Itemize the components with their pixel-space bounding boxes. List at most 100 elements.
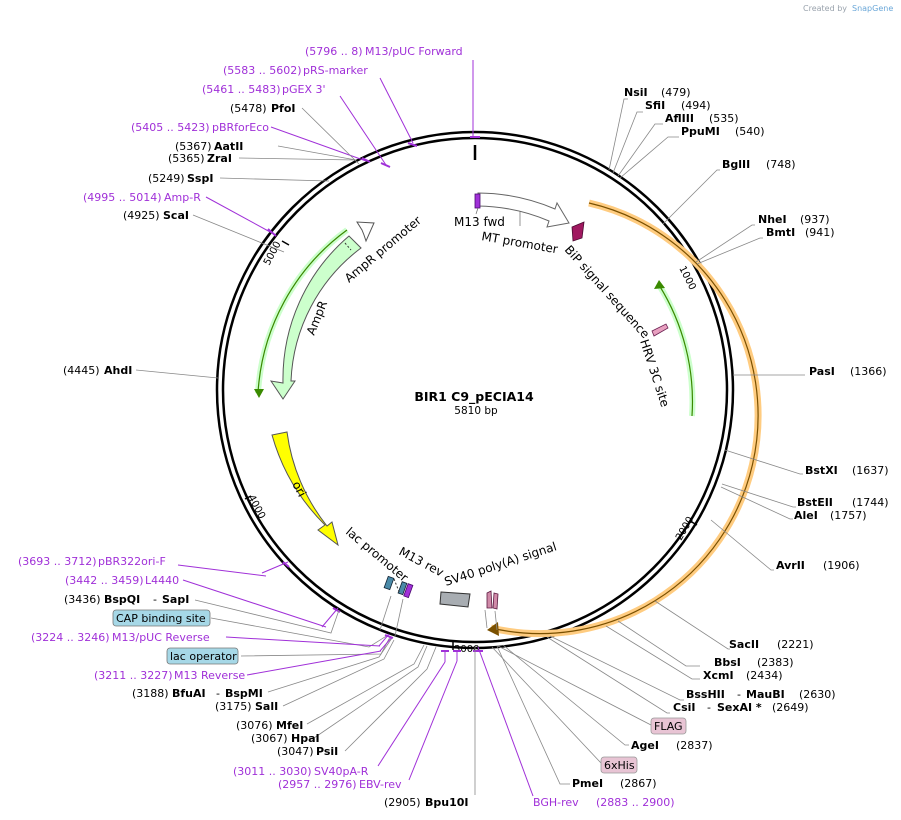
site-sapi: SapI: [162, 593, 189, 606]
site-sspi: SspI: [187, 172, 213, 185]
svg-text:pGEX 3': pGEX 3': [282, 83, 326, 96]
site-hpai: HpaI: [291, 732, 320, 745]
svg-text:(5583 .. 5602): (5583 .. 5602): [223, 64, 302, 77]
svg-text:(3224 .. 3246): (3224 .. 3246): [31, 631, 110, 644]
mt-promoter-arrow: [477, 192, 570, 228]
plasmid-size: 5810 bp: [454, 405, 498, 417]
site-afliii-pos: (535): [709, 112, 739, 125]
site-avrii: AvrII: [776, 559, 805, 572]
site-sacii-pos: (2221): [777, 638, 814, 651]
bip-signal-arrow: [571, 221, 585, 242]
primer-pgex-3: (5461 .. 5483) pGEX 3': [202, 83, 391, 168]
site-bfuai-pos: (3188): [132, 687, 169, 700]
site-sspi-pos: (5249): [148, 172, 185, 185]
site-csii-pos: (2649): [772, 701, 809, 714]
site-bbsi-pos: (2383): [757, 656, 794, 669]
site-bspqi-pos: (3436): [64, 593, 101, 606]
site-mfei-pos: (3076): [236, 719, 273, 732]
bip-label: BiP signal sequence: [562, 243, 653, 341]
site-bsshii: BssHII: [686, 688, 725, 701]
site-sali-pos: (3175): [215, 700, 252, 713]
tick-3000: 3000: [454, 644, 479, 655]
svg-text:(3693 .. 3712): (3693 .. 3712): [18, 555, 97, 568]
inner-leaders: [379, 595, 498, 637]
primer-bgh-rev: BGH-rev (2883 .. 2900): [473, 646, 675, 809]
site-bpu10i-pos: (2905): [384, 796, 421, 809]
site-bglii-pos: (748): [766, 158, 796, 171]
site-agei-pos: (2837): [676, 739, 713, 752]
site-sacii: SacII: [729, 638, 759, 651]
site-dash-2: -: [707, 701, 711, 714]
ampr-promoter-arrow: [356, 221, 375, 243]
site-sali: SalI: [255, 700, 278, 713]
site-bsteii: BstEII: [797, 496, 833, 509]
site-maubi: MauBI: [746, 688, 785, 701]
svg-text:(2957 .. 2976): (2957 .. 2976): [278, 778, 357, 791]
svg-text:pBRforEco: pBRforEco: [212, 121, 269, 134]
flag-box: FLAG: [497, 645, 687, 735]
site-bmti: BmtI: [766, 226, 795, 239]
site-pasi: PasI: [809, 365, 835, 378]
hrv-label: HRV 3C site: [637, 338, 672, 409]
ampr-arrow: [269, 235, 362, 400]
site-bstxi-pos: (1637): [852, 464, 889, 477]
site-ahdi: AhdI: [104, 364, 132, 377]
primer-m13-puc-forward: (5796 .. 8) M13/pUC Forward: [305, 45, 480, 138]
right-site-leaders: [496, 98, 805, 785]
site-ahdi-pos: (4445): [63, 364, 100, 377]
site-sfii: SfiI: [645, 99, 665, 112]
site-dash-1: -: [737, 688, 741, 701]
site-bspmi: BspMI: [225, 687, 263, 700]
credit-text: Created by: [803, 4, 847, 13]
plasmid-name: BIR1 C9_pECIA14: [414, 389, 534, 405]
site-bglii: BglII: [722, 158, 750, 171]
sv40-marker: [439, 591, 471, 608]
site-bfuai: BfuAI: [172, 687, 206, 700]
site-bmti-pos: (941): [805, 226, 835, 239]
site-dash-3: -: [153, 593, 157, 606]
sv40-label: SV40 poly(A) signal: [443, 539, 559, 589]
svg-text:(3442 .. 3459): (3442 .. 3459): [65, 574, 144, 587]
m13-fwd-marker: [474, 193, 481, 209]
site-nsii: NsiI: [624, 86, 648, 99]
site-ppumi-pos: (540): [735, 125, 765, 138]
svg-text:M13/pUC Reverse: M13/pUC Reverse: [112, 631, 210, 644]
site-pfoi-pos: (5478): [230, 102, 267, 115]
cds-outline-arc: [490, 199, 762, 638]
site-mfei: MfeI: [276, 719, 303, 732]
tick-4000: 4000: [245, 493, 267, 521]
site-avrii-pos: (1906): [823, 559, 860, 572]
site-hpai-pos: (3067): [251, 732, 288, 745]
svg-text:(4995 .. 5014): (4995 .. 5014): [83, 191, 162, 204]
site-bspqi: BspQI: [104, 593, 140, 606]
ori-arrow: [271, 431, 339, 547]
site-xcmi: XcmI: [703, 669, 734, 682]
svg-text:(5796 .. 8): (5796 .. 8): [305, 45, 363, 58]
site-bsteii-pos: (1744): [852, 496, 889, 509]
site-xcmi-pos: (2434): [746, 669, 783, 682]
site-zrai: ZraI: [207, 152, 232, 165]
left-bottom-leaders: [194, 599, 437, 752]
site-ppumi: PpuMI: [681, 125, 720, 138]
site-nsii-pos: (479): [661, 86, 691, 99]
snapgene-logo: SnapGene: [852, 4, 893, 13]
site-aatii-pos: (5367): [175, 140, 212, 153]
m13-fwd-label: M13 fwd: [454, 215, 505, 229]
primer-m13-reverse: (3211 .. 3227) M13 Reverse: [94, 636, 393, 682]
site-agei: AgeI: [631, 739, 659, 752]
svg-text:FLAG: FLAG: [654, 720, 683, 733]
primer-pbr322ori-f: (3693 .. 3712) pBR322ori-F: [18, 555, 290, 577]
site-alei: AleI: [794, 509, 818, 522]
site-scai-pos: (4925): [123, 209, 160, 222]
site-psii-pos: (3047): [277, 745, 314, 758]
site-bsshii-pos: (2630): [799, 688, 836, 701]
left-site-leaders: [135, 107, 360, 379]
site-zrai-pos: (5365): [168, 152, 205, 165]
svg-text:CAP binding site: CAP binding site: [116, 612, 206, 625]
lac-operator-box: lac operator: [166, 647, 239, 665]
flag-marker: [486, 590, 493, 609]
site-nhei: NheI: [758, 213, 787, 226]
site-pmei-pos: (2867): [620, 777, 657, 790]
primer-sv40pa-r: (3011 .. 3030) SV40pA-R: [233, 650, 449, 778]
